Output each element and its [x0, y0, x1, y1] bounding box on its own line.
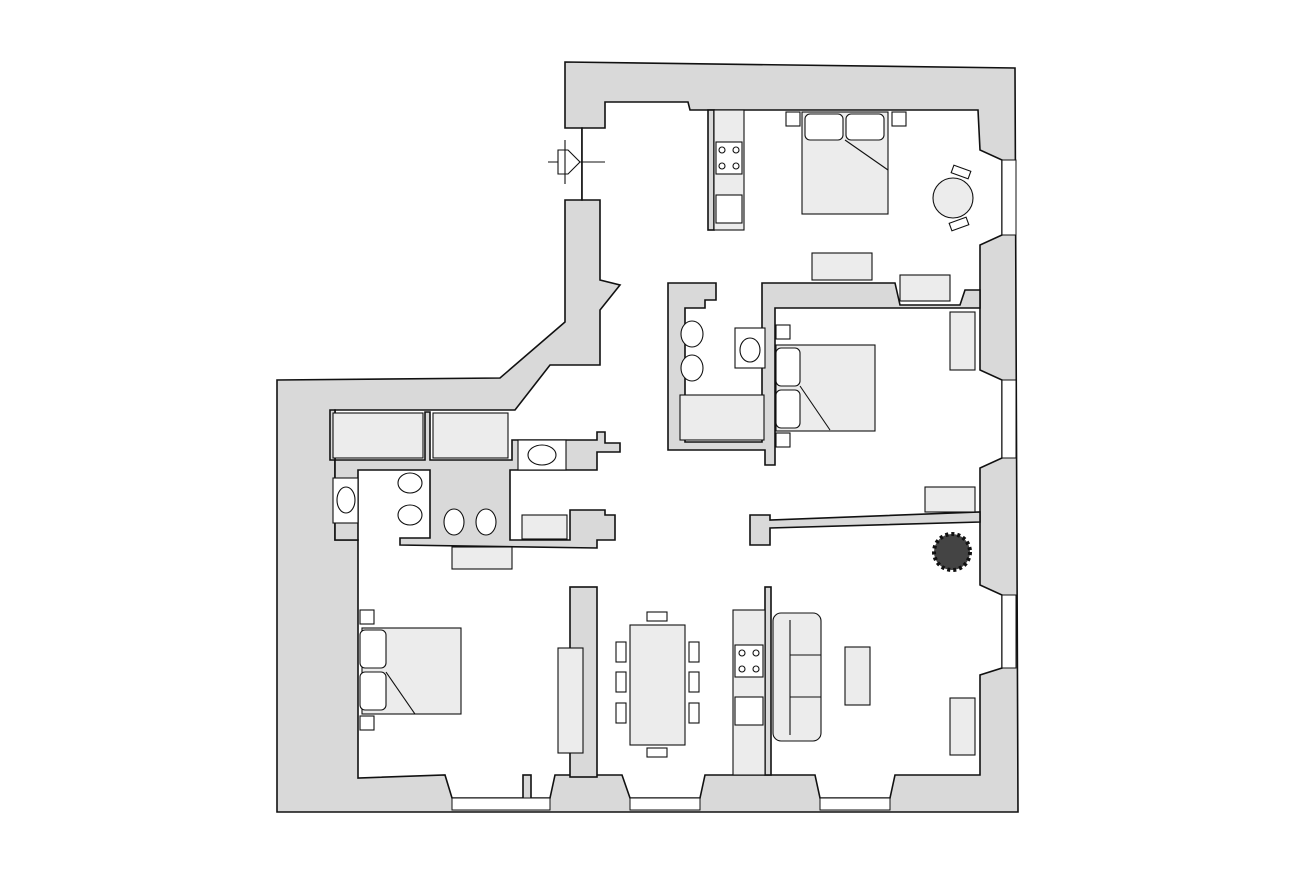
- bathtub-icon: [432, 412, 509, 459]
- bidet-icon: [680, 320, 704, 348]
- bed-middle: [775, 324, 876, 448]
- toilet-icon: [475, 508, 497, 536]
- bathroom-center: [679, 320, 766, 441]
- sink-icon: [734, 696, 764, 726]
- wardrobe-middle: [949, 311, 976, 371]
- desk: [811, 252, 873, 281]
- coffee-table: [844, 646, 871, 706]
- kitchen-living: [732, 609, 766, 776]
- bed-top: [785, 111, 907, 215]
- windows: [451, 159, 1017, 811]
- plant-icon: [932, 532, 972, 572]
- dining-table: [615, 611, 700, 758]
- stove-icon: [734, 644, 764, 678]
- entrance-marker: [548, 140, 605, 184]
- bathroom-left: [332, 412, 568, 570]
- wardrobe-top: [899, 274, 951, 302]
- toilet-icon: [680, 354, 704, 382]
- bidet-icon: [397, 472, 423, 494]
- bidet-icon: [443, 508, 465, 536]
- kitchen-top: [713, 109, 745, 231]
- bathtub-icon: [332, 412, 424, 459]
- bed-left: [359, 609, 462, 731]
- wardrobe-left: [557, 647, 584, 754]
- sofa: [772, 612, 822, 742]
- wardrobe-right: [924, 486, 976, 513]
- tv-cabinet: [949, 697, 976, 756]
- sink-icon: [715, 194, 743, 224]
- round-table: [932, 164, 974, 232]
- toilet-icon: [397, 504, 423, 526]
- bathtub-icon: [679, 394, 765, 441]
- stove-icon: [715, 141, 743, 175]
